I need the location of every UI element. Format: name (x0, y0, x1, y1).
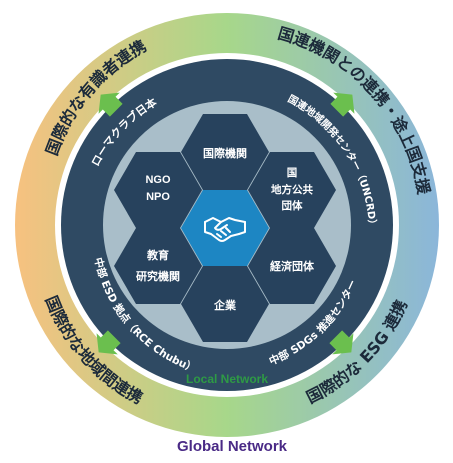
hex-label-top-right-1: 国 (287, 167, 298, 179)
hex-label-bottom-left-1: 教育 (146, 248, 169, 262)
hex-label-top-right-3: 団体 (282, 199, 303, 212)
hex-label-top-left-2: NPO (146, 191, 170, 203)
hex-label-bottom: 企業 (213, 298, 237, 312)
hex-bottom-right (248, 228, 336, 304)
arrow-bottom-right (329, 330, 354, 355)
arrow-top-left (98, 92, 123, 117)
handshake-icon (204, 217, 246, 242)
local-network-label: Local Network (186, 372, 268, 386)
hex-bottom-left (114, 228, 202, 304)
hex-top-left (114, 152, 202, 228)
global-network-label: Global Network (177, 438, 288, 455)
arrow-top-right (330, 92, 355, 117)
hex-label-bottom-left-2: 研究機関 (136, 269, 180, 283)
hex-top (181, 114, 269, 190)
hex-label-top-right-2: 地方公共 (271, 183, 313, 196)
hex-label-bottom-right: 経済団体 (270, 259, 315, 273)
hex-label-top: 国際機関 (203, 146, 247, 160)
arrow-bottom-left (96, 330, 121, 355)
hex-top-right (248, 152, 336, 228)
hexagon-cluster (114, 114, 336, 342)
hex-label-top-left-1: NGO (145, 174, 171, 186)
hex-bottom (181, 266, 269, 342)
